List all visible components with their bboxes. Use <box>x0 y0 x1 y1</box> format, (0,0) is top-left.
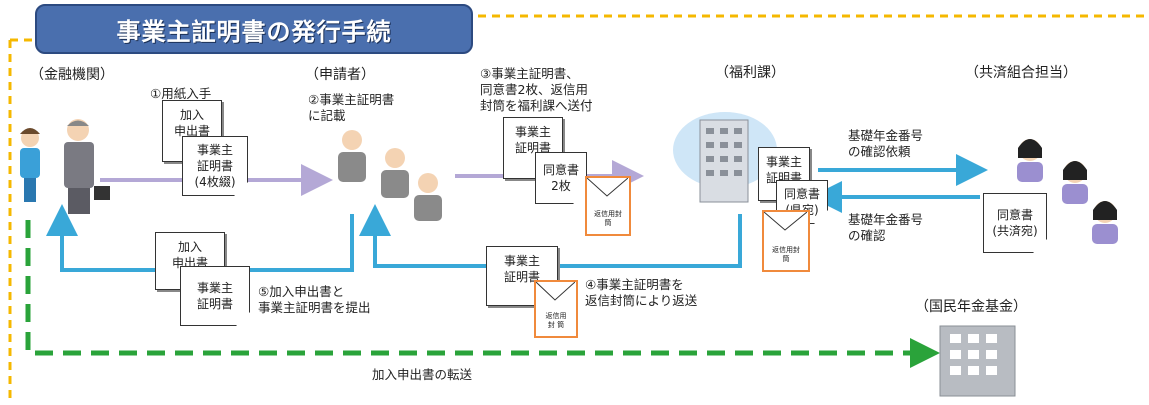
step-3: ③事業主証明書、 同意書2枚、返信用 封筒を福利課へ送付 <box>480 66 593 113</box>
page-title: 事業主証明書の発行手続 <box>116 17 392 46</box>
title-banner: 事業主証明書の発行手続 <box>35 4 473 54</box>
note-confirm: 基礎年金番号 の確認 <box>848 212 924 243</box>
party-bank: （金融機関） <box>30 67 114 83</box>
step-1: ①用紙入手 <box>150 86 212 101</box>
arrow-transfer <box>25 220 940 368</box>
pension-building-illustration <box>939 325 1016 397</box>
party-applicant: （申請者） <box>305 67 375 83</box>
return-envelope-step3: 返信用封筒 <box>585 176 631 236</box>
note-transfer: 加入申出書の転送 <box>372 367 473 382</box>
welfare-building-illustration <box>673 112 777 203</box>
bank-staff-illustration <box>20 119 110 214</box>
applicants-illustration <box>338 130 442 221</box>
return-envelope-welfare: 返信用封筒 <box>762 210 810 272</box>
party-pension: （国民年金基金） <box>915 299 1027 315</box>
doc-employer-cert-step5: 事業主証明書 <box>180 266 250 326</box>
doc-employer-cert-4: 事業主証明書(4枚綴) <box>182 136 248 196</box>
step-4: ④事業主証明書を 返信封筒により返送 <box>585 277 698 308</box>
return-envelope-step4: 返信用封 筒 <box>534 280 578 338</box>
party-mutual: （共済組合担当） <box>965 65 1077 81</box>
doc-consent-mutual: 同意書(共済宛) <box>983 193 1047 253</box>
step-2: ②事業主証明書 に記載 <box>308 92 395 123</box>
step-5: ⑤加入申出書と 事業主証明書を提出 <box>258 284 371 315</box>
doc-employer-cert-step3: 事業主証明書 <box>503 117 563 179</box>
party-welfare: （福利課） <box>715 65 785 81</box>
note-confirm-request: 基礎年金番号 の確認依頼 <box>848 128 924 159</box>
mutual-staff-illustration <box>1017 139 1118 244</box>
